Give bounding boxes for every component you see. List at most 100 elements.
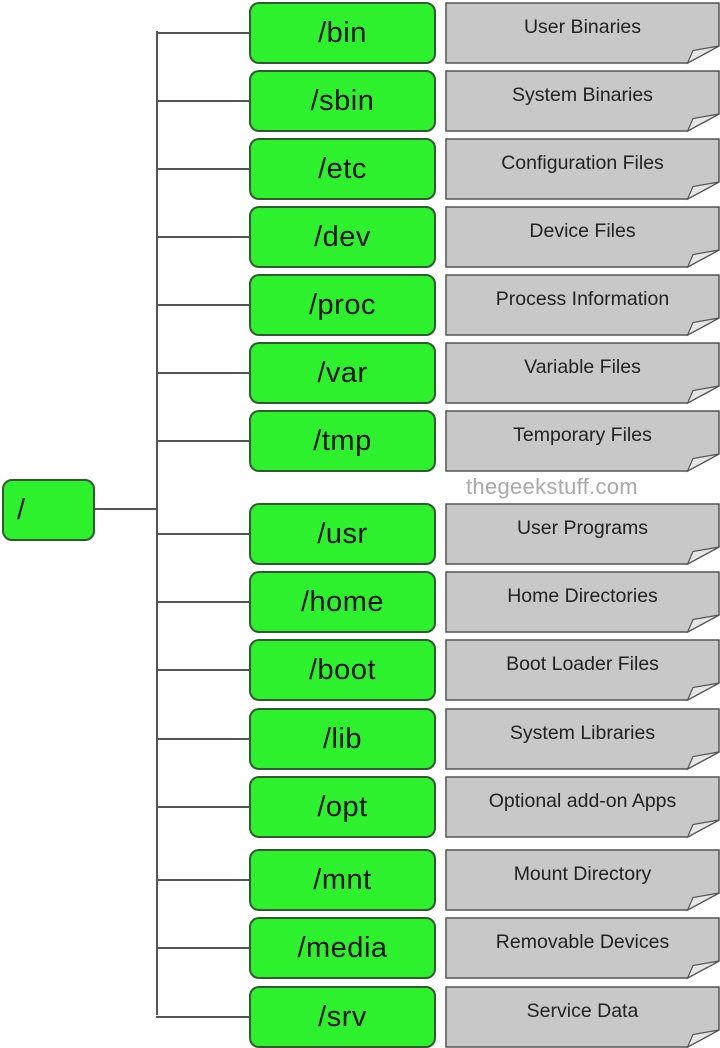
directory-description-label: Removable Devices [495,931,670,953]
branch-connector-line [156,100,249,102]
directory-path-label: /bin [318,16,367,49]
note-shape [445,2,720,65]
directory-node[interactable]: /mnt [249,849,436,911]
branch-connector-line [156,738,249,740]
directory-path-label: /opt [317,790,368,823]
directory-description-label: Configuration Files [501,152,664,174]
root-directory-node[interactable]: / [2,479,95,541]
branch-connector-line [156,168,249,170]
directory-path-label: /usr [317,517,368,550]
tree-trunk-line [156,31,158,1015]
directory-node[interactable]: /srv [249,986,436,1048]
note-folded-corner [686,317,720,337]
note-folded-corner [686,892,720,912]
directory-node[interactable]: /media [249,917,436,979]
directory-description-label: User Binaries [523,16,642,38]
note-shape [445,138,720,201]
note-folded-corner [686,45,720,65]
directory-description-label: Service Data [526,1000,639,1022]
watermark-text: thegeekstuff.com [466,474,638,499]
note-folded-corner [686,385,720,405]
directory-node[interactable]: /sbin [249,70,436,132]
directory-path-label: /home [300,585,385,618]
note-folded-corner [686,546,720,566]
directory-description-note: System Binaries [445,70,720,133]
root-connector-line [94,508,157,510]
directory-description-label: Variable Files [524,356,641,378]
note-shape [445,70,720,133]
note-shape [445,849,720,912]
note-shape [445,274,720,337]
note-folded-corner [686,453,720,473]
directory-node[interactable]: /var [249,342,436,404]
directory-description-note: Configuration Files [445,138,720,201]
directory-description-label: Device Files [529,220,636,242]
directory-node[interactable]: /boot [249,639,436,701]
branch-connector-line [156,947,249,949]
directory-node[interactable]: /dev [249,206,436,268]
directory-description-label: Home Directories [507,585,658,607]
branch-connector-line [156,304,249,306]
note-shape [445,776,720,839]
note-shape [445,206,720,269]
directory-path-label: /proc [309,288,376,321]
directory-description-note: Removable Devices [445,917,720,980]
note-folded-corner [686,181,720,201]
note-folded-corner [686,1029,720,1048]
branch-connector-line [156,601,249,603]
directory-path-label: /sbin [310,84,375,117]
note-folded-corner [686,614,720,634]
note-folded-corner [686,819,720,839]
directory-path-label: /tmp [313,424,372,457]
directory-description-label: System Libraries [509,722,656,744]
directory-node[interactable]: /lib [249,708,436,770]
branch-connector-line [156,372,249,374]
directory-path-label: /srv [318,1000,367,1033]
branch-connector-line [156,806,249,808]
directory-description-label: Process Information [495,288,670,310]
directory-description-note: Process Information [445,274,720,337]
directory-description-label: System Binaries [512,84,653,106]
directory-description-label: Mount Directory [513,863,652,885]
directory-path-label: /mnt [313,863,372,896]
directory-node[interactable]: /bin [249,2,436,64]
note-folded-corner [686,113,720,133]
directory-node[interactable]: /home [249,571,436,633]
branch-connector-line [156,669,249,671]
branch-connector-line [156,236,249,238]
directory-node[interactable]: /usr [249,503,436,565]
directory-description-label: User Programs [516,517,649,539]
directory-description-note: Home Directories [445,571,720,634]
directory-node[interactable]: /opt [249,776,436,838]
directory-node[interactable]: /etc [249,138,436,200]
note-shape [445,342,720,405]
branch-connector-line [156,879,249,881]
note-shape [445,917,720,980]
note-folded-corner [686,249,720,269]
directory-description-note: Service Data [445,986,720,1048]
note-folded-corner [686,751,720,771]
directory-path-label: /lib [322,722,363,755]
note-folded-corner [686,960,720,980]
directory-description-note: Temporary Files [445,410,720,473]
directory-description-note: System Libraries [445,708,720,771]
directory-path-label: /media [297,931,388,964]
directory-path-label: /etc [318,152,367,185]
directory-description-note: User Binaries [445,2,720,65]
directory-description-note: Optional add-on Apps [445,776,720,839]
note-shape [445,708,720,771]
directory-path-label: /boot [309,653,376,686]
directory-description-label: Temporary Files [513,424,652,446]
directory-node[interactable]: /tmp [249,410,436,472]
directory-description-label: Optional add-on Apps [488,790,677,812]
note-shape [445,986,720,1048]
note-shape [445,639,720,702]
root-directory-label: / [17,493,26,526]
directory-description-note: Mount Directory [445,849,720,912]
branch-connector-line [156,32,249,34]
directory-description-note: User Programs [445,503,720,566]
branch-connector-line [156,1016,249,1018]
branch-connector-line [156,533,249,535]
directory-node[interactable]: /proc [249,274,436,336]
